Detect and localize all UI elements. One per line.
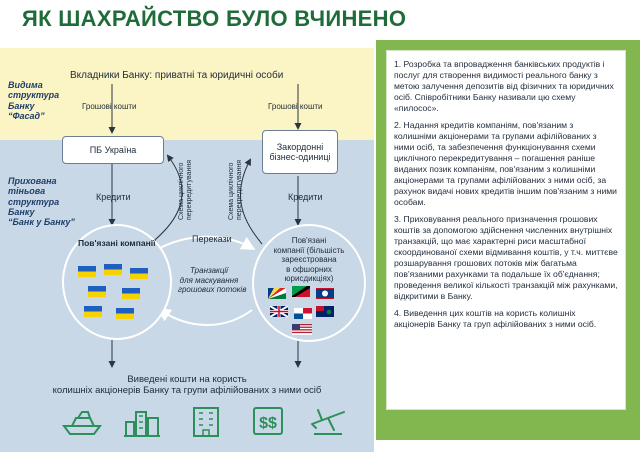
credits-left-label: Кредити (96, 192, 131, 202)
steps-list: 1. Розробка та впровадження банківських … (386, 50, 626, 410)
visible-structure-label: Видима структура Банку “Фасад” (8, 80, 60, 122)
panama-flag (294, 308, 312, 319)
ukraine-flag (130, 268, 148, 279)
related-right-label: Пов'язані компанії (більшість зареєстров… (273, 236, 345, 284)
fraud-scheme-diagram: Видима структура Банку “Фасад” Прихована… (0, 48, 374, 452)
related-companies-circle: Пов'язані компанії (62, 224, 172, 340)
belize-flag (316, 288, 334, 299)
offshore-companies-circle: Пов'язані компанії (більшість зареєстров… (252, 224, 366, 342)
ukraine-flag (116, 308, 134, 319)
svg-text:$$: $$ (259, 415, 277, 432)
ukraine-flag (84, 306, 102, 317)
ukraine-flag (122, 288, 140, 299)
steps-panel: 1. Розробка та впровадження банківських … (376, 40, 640, 440)
visible-structure-band (0, 48, 374, 140)
assets-icons-row: $$ (62, 402, 345, 442)
uk-flag (270, 306, 288, 317)
step-item: 4. Виведення цих коштів на користь колиш… (394, 308, 597, 329)
ukraine-flag (88, 286, 106, 297)
ukraine-flag (104, 264, 122, 275)
page-title: ЯК ШАХРАЙСТВО БУЛО ВЧИНЕНО (22, 6, 407, 31)
city-icon (124, 411, 160, 437)
step-item: 1. Розробка та впровадження банківських … (394, 59, 614, 113)
ukraine-flag (78, 266, 96, 277)
step-item: 3. Приховування реального призначення гр… (394, 214, 618, 301)
seychelles-flag (268, 288, 286, 299)
transfers-label: Перекази (192, 234, 232, 244)
diagram-arrows (108, 84, 302, 368)
credits-right-label: Кредити (288, 192, 323, 202)
step-item: 2. Надання кредитів компаніям, пов'язани… (394, 120, 617, 207)
cash-right-label: Грошові кошти (268, 102, 323, 111)
airplane-icon (311, 409, 345, 435)
withdrawn-funds-label: Виведені кошти на користь колишніх акціо… (52, 374, 322, 397)
depositors-label: Вкладники Банку: приватні та юридичні ос… (70, 70, 284, 81)
related-left-label: Пов'язані компанії (78, 238, 156, 248)
document-dollar-icon: $$ (253, 407, 283, 435)
usa-flag (292, 324, 312, 335)
transactions-label: Транзакції для маскування грошових поток… (178, 266, 247, 295)
yacht-icon (62, 411, 102, 435)
building-icon (193, 407, 219, 437)
bvi-flag (316, 306, 334, 317)
pb-ukraine-box: ПБ Україна (62, 136, 164, 164)
saint-kitts-flag (292, 286, 310, 297)
hidden-structure-label: Прихована тіньова структура Банку “Банк … (8, 176, 75, 228)
cash-left-label: Грошові кошти (82, 102, 137, 111)
